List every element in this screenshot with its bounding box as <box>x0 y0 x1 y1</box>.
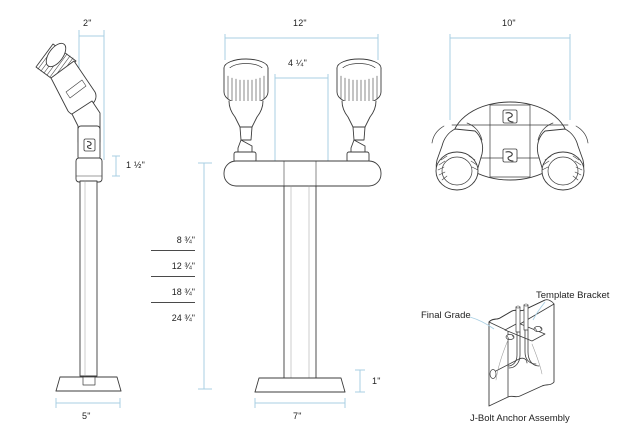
dim-label-stem-height-1: 8 ¾" <box>176 235 195 245</box>
top-view-fixture <box>431 101 589 191</box>
dim-label-head-width: 2" <box>83 18 92 28</box>
dim-label-inner-spacing: 4 ¼" <box>288 58 308 68</box>
front-view-crossbar <box>223 160 382 187</box>
dim-label-top-overall-width: 10" <box>502 18 516 28</box>
dim-1in-base-height <box>355 369 365 393</box>
dim-10in-overall-width <box>449 34 571 120</box>
stem-height-divider-1 <box>151 250 195 251</box>
front-view-head-right <box>336 58 382 163</box>
side-view-fixture <box>35 42 122 392</box>
dim-label-stem-height-3: 18 ¾" <box>171 287 195 297</box>
dim-5in-base-width <box>55 398 121 408</box>
j-bolts <box>507 329 540 369</box>
front-view-fixture <box>223 58 382 393</box>
dim-label-knuckle-height: 1 ½" <box>126 160 146 170</box>
dim-label-base-height: 1" <box>372 376 381 386</box>
callout-label-final-grade: Final Grade <box>421 310 471 321</box>
top-view-oval-plate <box>451 101 569 181</box>
j-bolt-anchor-detail <box>488 299 555 407</box>
front-view-base <box>254 377 346 393</box>
top-view-head-left <box>431 122 484 191</box>
dim-label-stem-height-2: 12 ¾" <box>171 261 195 271</box>
callout-label-template-bracket: Template Bracket <box>536 290 610 301</box>
side-view-knuckle <box>71 100 101 161</box>
dim-label-front-base-width: 7" <box>293 411 302 421</box>
concrete-block <box>488 299 555 407</box>
dim-stem-height-chain <box>198 162 212 390</box>
conduit-sleeve <box>489 357 528 379</box>
dim-1-5in-knuckle <box>112 155 120 177</box>
logo-badge-icon <box>83 138 96 152</box>
dim-7in-base-width <box>254 398 346 408</box>
leader-final-grade <box>469 316 495 330</box>
anchor-bolt-studs <box>515 303 529 333</box>
side-view-base <box>55 376 122 392</box>
dim-label-side-base-width: 5" <box>82 411 91 421</box>
dim-label-overall-width: 12" <box>293 18 307 28</box>
leader-template-bracket <box>532 301 546 321</box>
anchor-nuts <box>505 326 543 340</box>
stem-height-divider-3 <box>151 302 195 303</box>
side-view-pole <box>79 180 98 377</box>
front-view-post <box>283 185 317 382</box>
anchor-detail-caption: J-Bolt Anchor Assembly <box>470 413 570 424</box>
stem-height-divider-2 <box>151 276 195 277</box>
front-view-head-left <box>223 58 269 163</box>
dim-12in-overall-width <box>224 34 379 60</box>
callout-leaders <box>469 301 546 330</box>
top-view-head-right <box>536 122 589 191</box>
side-view-collar <box>75 157 103 183</box>
dim-label-stem-height-4: 24 ¾" <box>171 313 195 323</box>
